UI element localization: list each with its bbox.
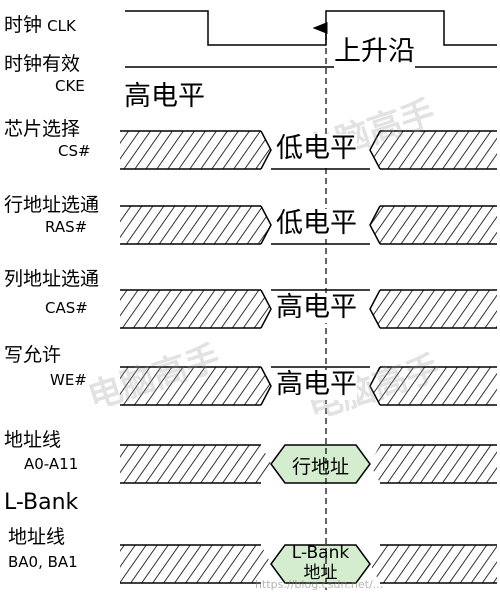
bank-name-en: BA0, BA1: [8, 553, 78, 571]
bank-name-cn: 地址线: [8, 526, 66, 548]
cas-name-en: CAS#: [45, 299, 88, 317]
cs-name-cn: 芯片选择: [4, 118, 81, 140]
source-credit: https://blog.csdn.net/...: [255, 578, 384, 591]
addr-name-en: A0-A11: [24, 455, 79, 473]
we-name-cn: 写允许: [4, 344, 62, 366]
bank-address-cell: [270, 544, 371, 584]
row-address-value: 行地址: [291, 456, 349, 478]
addr-waveform: [120, 444, 497, 484]
bank-value-line1: L-Bank: [291, 543, 350, 563]
clk-waveform: [125, 10, 497, 46]
cke-name-cn: 时钟有效: [4, 53, 81, 75]
ras-name-cn: 行地址选通: [4, 194, 100, 216]
clk-name-en: CLK: [47, 17, 76, 35]
bank-address-value: L-Bank 地址: [271, 543, 370, 583]
we-state: 高电平: [276, 369, 357, 400]
addr-name-cn: 地址线: [4, 429, 62, 451]
cas-name-cn: 列地址选通: [4, 268, 100, 290]
bank-waveform: [120, 544, 497, 584]
cs-name-en: CS#: [58, 142, 91, 160]
rising-edge-label: 上升沿: [334, 29, 415, 68]
cke-state: 高电平: [124, 81, 205, 112]
cs-state: 低电平: [276, 133, 357, 164]
clk-label: 时钟 CLK: [4, 10, 76, 37]
ras-waveform: [120, 205, 497, 245]
cs-waveform: [120, 130, 497, 170]
cas-state: 高电平: [276, 292, 357, 323]
clk-name-cn: 时钟: [4, 14, 43, 36]
we-waveform: [120, 366, 497, 406]
bank-name-line1: L-Bank: [4, 490, 79, 515]
bank-value-line2: 地址: [303, 563, 338, 583]
row-address-cell: [270, 444, 371, 484]
cas-waveform: [120, 289, 497, 329]
cke-name-en: CKE: [55, 77, 85, 95]
we-name-en: WE#: [50, 371, 87, 389]
ras-state: 低电平: [276, 208, 357, 239]
ras-name-en: RAS#: [45, 218, 88, 236]
